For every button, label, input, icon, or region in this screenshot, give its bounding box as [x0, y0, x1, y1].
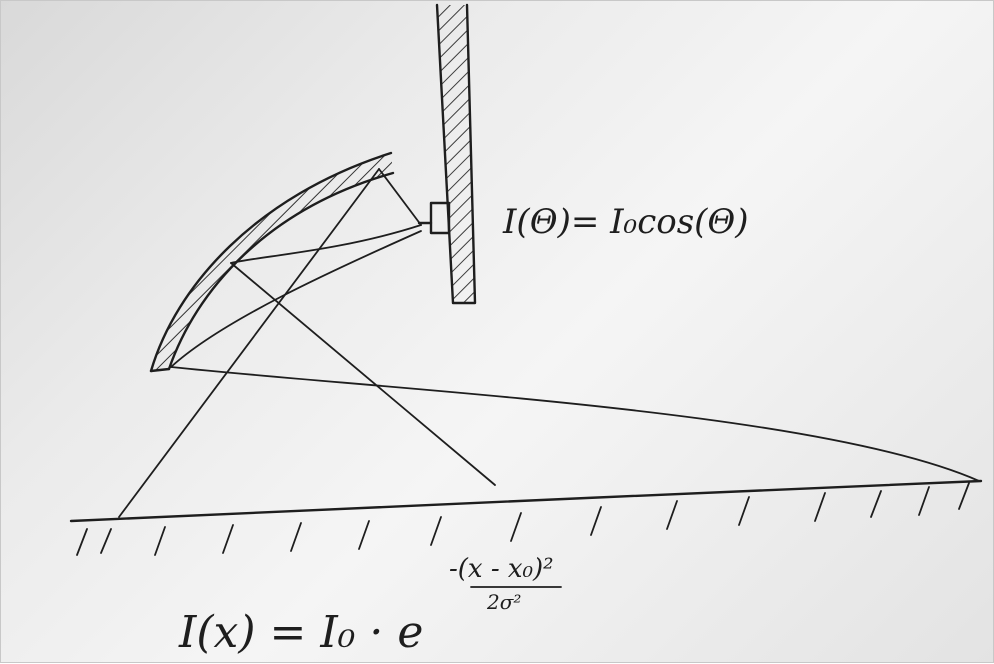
- light-rays: [118, 168, 980, 518]
- lamp-intensity-equation: I(Θ)= I₀cos(Θ): [502, 202, 749, 242]
- lamp-mount: [417, 201, 451, 235]
- ground: [69, 479, 983, 556]
- wall: [435, 3, 477, 305]
- reflector-dish: [149, 151, 395, 373]
- ground-intensity-base: I(x) = I₀ · e: [178, 607, 423, 658]
- ground-intensity-exponent-numerator: -(x - x₀)²: [449, 554, 554, 584]
- ground-intensity-exponent-denominator: 2σ²: [486, 590, 521, 614]
- ground-intensity-equation: I(x) = I₀ · e -(x - x₀)² 2σ²: [178, 554, 562, 658]
